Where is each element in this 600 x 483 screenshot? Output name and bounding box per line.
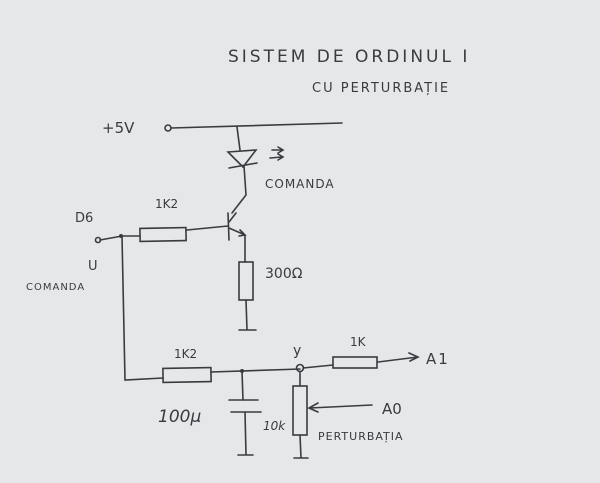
led-label: COMANDA xyxy=(265,177,335,191)
resistor-filter xyxy=(162,366,212,384)
title-line2: CU PERTURBAȚIE xyxy=(312,81,450,96)
input-desc-label: COMANDA xyxy=(26,282,85,293)
wire xyxy=(210,368,301,373)
wiper-arrow-icon xyxy=(307,402,373,413)
supply-terminal xyxy=(164,124,172,132)
pot-desc-label: PERTURBAȚIA xyxy=(318,430,404,443)
capacitor-label: 100µ xyxy=(158,407,201,427)
r-filter-label: 1K2 xyxy=(174,347,197,361)
pot-pin-label: A0 xyxy=(382,400,402,418)
capacitor-icon xyxy=(228,399,262,456)
arrow-icon xyxy=(377,352,420,363)
wire xyxy=(241,370,244,401)
r-out-label: 1K xyxy=(350,335,367,349)
wire xyxy=(121,235,164,381)
wire xyxy=(302,364,334,369)
pot-label: 10k xyxy=(263,419,286,433)
ground-icon xyxy=(238,299,257,331)
led-icon xyxy=(226,146,285,169)
resistor-emitter xyxy=(238,261,254,301)
wire xyxy=(236,126,241,151)
r-emitter-label: 300Ω xyxy=(265,266,303,282)
title-line1: SISTEM DE ORDINUL I xyxy=(228,47,470,67)
output-pin-label: A1 xyxy=(426,350,450,368)
wire xyxy=(186,225,229,231)
supply-label: +5V xyxy=(102,119,135,137)
supply-rail xyxy=(170,122,343,129)
wire xyxy=(231,165,247,214)
r-base-label: 1K2 xyxy=(155,197,178,211)
transistor-icon xyxy=(227,212,247,241)
node-output-label: y xyxy=(293,343,301,359)
input-signal-label: U xyxy=(88,259,98,274)
ground-icon xyxy=(293,434,309,459)
input-pin-label: D6 xyxy=(75,211,93,226)
potentiometer xyxy=(292,385,308,436)
resistor-out xyxy=(332,356,378,369)
resistor-base xyxy=(139,226,187,243)
